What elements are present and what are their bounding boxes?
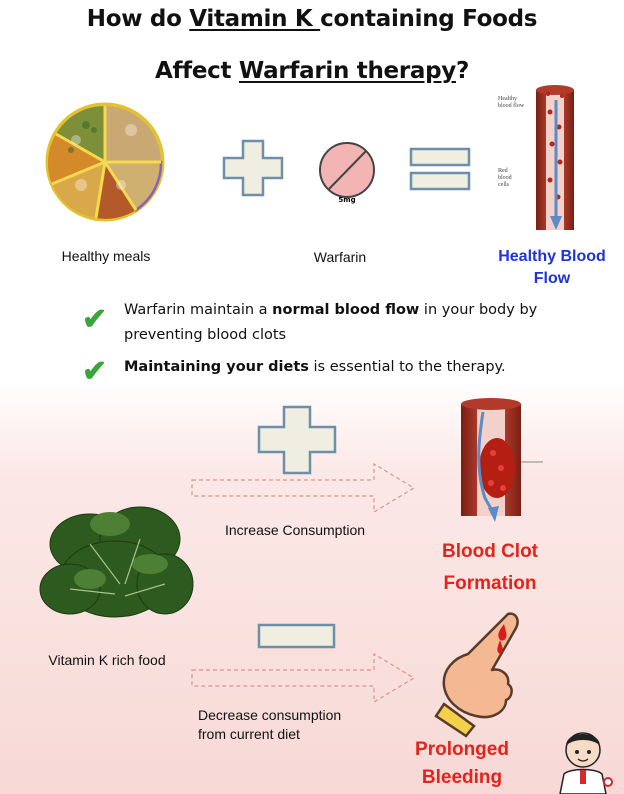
plus-sign-icon (222, 139, 284, 197)
plus-sign-icon-2 (257, 405, 337, 475)
warfarin-pill-icon: 5mg (319, 142, 375, 204)
vitamin-k-food-label: Vitamin K rich food (48, 652, 166, 668)
healthy-meals-plate-image (45, 102, 165, 222)
check-icon-1: ✔ (82, 303, 108, 336)
increase-arrow-icon (191, 462, 416, 514)
title-line-2: Affect Warfarin therapy? (154, 58, 470, 84)
healthy-blood-vessel-image (536, 85, 574, 230)
decrease-arrow-icon (191, 652, 416, 704)
warfarin-label: Warfarin (313, 249, 367, 265)
bullet-2: Maintaining your diets is essential to t… (124, 359, 506, 375)
increase-consumption-label: Increase Consumption (224, 522, 366, 538)
healthy-meals-label: Healthy meals (61, 248, 151, 264)
bleeding-finger-image (434, 612, 519, 738)
minus-sign-icon (257, 623, 336, 649)
doctor-cartoon-image (559, 732, 613, 794)
vitamin-k-food-image (39, 506, 194, 618)
equals-sign-icon (409, 147, 471, 191)
bullet-1: Warfarin maintain a normal blood flow in… (124, 302, 538, 343)
pill-dose-text: 5mg (338, 196, 355, 204)
title-line-1: How do Vitamin K containing Foods (86, 6, 538, 32)
check-icon-2: ✔ (82, 355, 108, 388)
blood-clot-vessel-image (461, 398, 543, 522)
